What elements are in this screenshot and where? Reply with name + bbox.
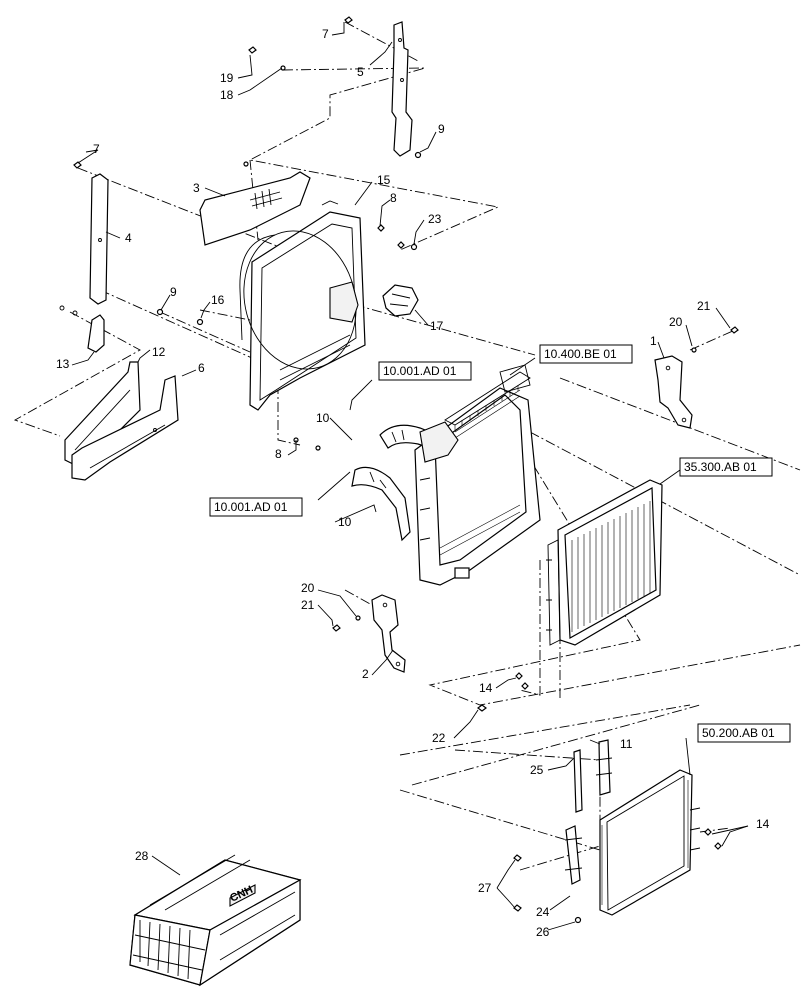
part-26-screw xyxy=(574,916,582,924)
part-7-screw-top xyxy=(344,16,353,24)
callout-9-left: 9 xyxy=(170,285,177,299)
callout-20-left: 20 xyxy=(301,581,315,595)
callout-25: 25 xyxy=(530,763,544,777)
part-14-fasteners-right xyxy=(704,828,722,850)
callout-6: 6 xyxy=(198,361,205,375)
condenser-panel xyxy=(599,769,701,916)
callout-8-bottom: 8 xyxy=(275,447,282,461)
callout-14-right: 14 xyxy=(756,817,770,831)
part-3-shroud-top xyxy=(199,161,311,246)
callout-21-right: 21 xyxy=(697,299,711,313)
callout-14-middle: 14 xyxy=(479,681,493,695)
callout-11: 11 xyxy=(620,737,633,751)
callout-8-top: 8 xyxy=(390,191,397,205)
callout-24: 24 xyxy=(536,905,550,919)
callout-7-left: 7 xyxy=(93,142,100,156)
part-1-bracket xyxy=(654,355,693,429)
reference-10-400-be-01: 10.400.BE 01 xyxy=(544,347,617,361)
part-21-screw-left xyxy=(332,624,341,632)
part-10-hose-lower xyxy=(351,466,411,542)
reference-10-001-ad-01-top: 10.001.AD 01 xyxy=(383,364,457,378)
callout-16: 16 xyxy=(211,293,225,307)
part-2-bracket xyxy=(371,594,406,673)
part-9-nut-top xyxy=(414,151,422,159)
part-11-clip xyxy=(595,739,613,796)
part-24-bracket xyxy=(564,825,583,885)
callout-1: 1 xyxy=(650,334,657,348)
callout-15: 15 xyxy=(377,173,391,187)
part-6-bracket xyxy=(71,375,179,481)
part-25-rod xyxy=(573,749,583,813)
reference-10-001-ad-01-bottom: 10.001.AD 01 xyxy=(214,500,288,514)
callout-2: 2 xyxy=(362,667,369,681)
part-12-bracket xyxy=(64,361,141,466)
part-17-clip xyxy=(382,284,419,317)
part-15-fan-shroud xyxy=(239,200,366,411)
part-22-clip xyxy=(477,704,487,712)
part-5-bracket xyxy=(391,21,413,157)
part-27-nuts xyxy=(513,854,522,912)
cooler-assembly xyxy=(546,479,663,646)
callout-18: 18 xyxy=(220,88,234,102)
callout-10-bottom: 10 xyxy=(338,515,352,529)
radiator-assembly xyxy=(414,364,541,586)
part-20-washer-left xyxy=(355,615,361,621)
callout-3: 3 xyxy=(193,181,200,195)
callout-28: 28 xyxy=(135,849,149,863)
callout-23: 23 xyxy=(428,212,442,226)
part-18-washer xyxy=(280,65,286,71)
leader-lines xyxy=(71,22,749,931)
callout-20-right: 20 xyxy=(669,315,683,329)
callout-5: 5 xyxy=(357,65,364,79)
callout-12: 12 xyxy=(152,345,166,359)
part-19-screw xyxy=(248,46,257,54)
part-13-bracket xyxy=(59,305,105,353)
callout-10-top: 10 xyxy=(316,411,330,425)
part-28-crate: CNH xyxy=(129,854,302,987)
callout-13: 13 xyxy=(56,357,70,371)
callout-4: 4 xyxy=(125,231,132,245)
callout-19: 19 xyxy=(220,71,234,85)
reference-labels: 10.001.AD 01 10.400.BE 01 10.001.AD 01 3… xyxy=(209,344,791,743)
reference-35-300-ab-01: 35.300.AB 01 xyxy=(684,460,757,474)
callout-17: 17 xyxy=(430,319,444,333)
callout-labels: 7 5 19 18 9 7 4 3 15 8 23 9 16 17 12 13 … xyxy=(56,27,770,939)
part-14-fasteners xyxy=(515,672,529,690)
part-20-washer-right xyxy=(691,347,697,353)
callout-27: 27 xyxy=(478,881,492,895)
part-7-screw-left xyxy=(73,161,82,169)
callout-26: 26 xyxy=(536,925,550,939)
callout-22: 22 xyxy=(432,731,446,745)
reference-50-200-ab-01: 50.200.AB 01 xyxy=(702,726,775,740)
part-21-screw-right xyxy=(730,326,739,334)
callout-7-top: 7 xyxy=(322,27,329,41)
callout-21-left: 21 xyxy=(301,598,315,612)
callout-9-top: 9 xyxy=(438,122,445,136)
part-4-bracket xyxy=(89,173,109,305)
